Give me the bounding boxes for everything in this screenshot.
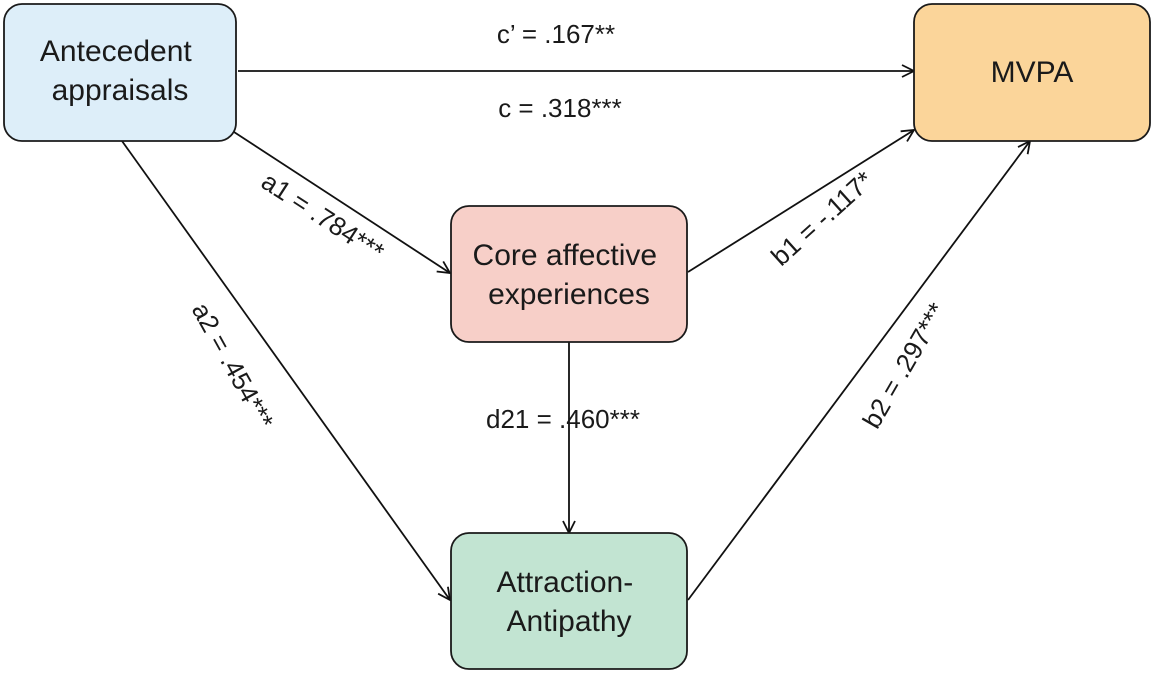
node-antecedent-appraisals: Antecedent appraisals xyxy=(3,3,237,142)
node-antecedent-label: Antecedent appraisals xyxy=(40,35,200,107)
node-core-affective-experiences: Core affective experiences xyxy=(450,205,688,343)
node-attraction-line-1: Attraction- xyxy=(496,566,633,599)
node-mvpa-line-1: MVPA xyxy=(991,56,1074,89)
node-antecedent-line-1: Antecedent xyxy=(40,35,192,68)
node-attraction-box xyxy=(450,532,688,670)
node-mvpa: MVPA xyxy=(913,3,1151,142)
node-mvpa-label: MVPA xyxy=(991,56,1074,89)
node-attraction-line-2: Antipathy xyxy=(506,605,631,638)
label-b2: b2 = .297*** xyxy=(856,298,952,434)
node-core-line-2: experiences xyxy=(488,278,650,311)
node-mvpa-box xyxy=(913,3,1151,142)
edge-a2 xyxy=(121,140,450,600)
label-c-prime: c’ = .167** xyxy=(497,19,615,49)
label-c: c = .318*** xyxy=(498,93,622,123)
edge-b1 xyxy=(687,130,914,273)
node-antecedent-line-2: appraisals xyxy=(52,74,189,107)
node-core-line-1: Core affective xyxy=(473,239,658,272)
label-b1: b1 = -.117* xyxy=(765,165,879,272)
edge-b2 xyxy=(687,141,1030,601)
label-d21: d21 = .460*** xyxy=(486,404,640,434)
label-a1: a1 = .784*** xyxy=(256,166,389,267)
label-a2: a2 = .454*** xyxy=(186,297,280,434)
node-core-label: Core affective experiences xyxy=(473,239,666,311)
node-attraction-label: Attraction- Antipathy xyxy=(496,566,641,638)
node-attraction-antipathy: Attraction- Antipathy xyxy=(450,532,688,670)
node-core-box xyxy=(450,205,688,343)
edge-a1 xyxy=(233,131,450,273)
node-antecedent-box xyxy=(3,3,237,142)
